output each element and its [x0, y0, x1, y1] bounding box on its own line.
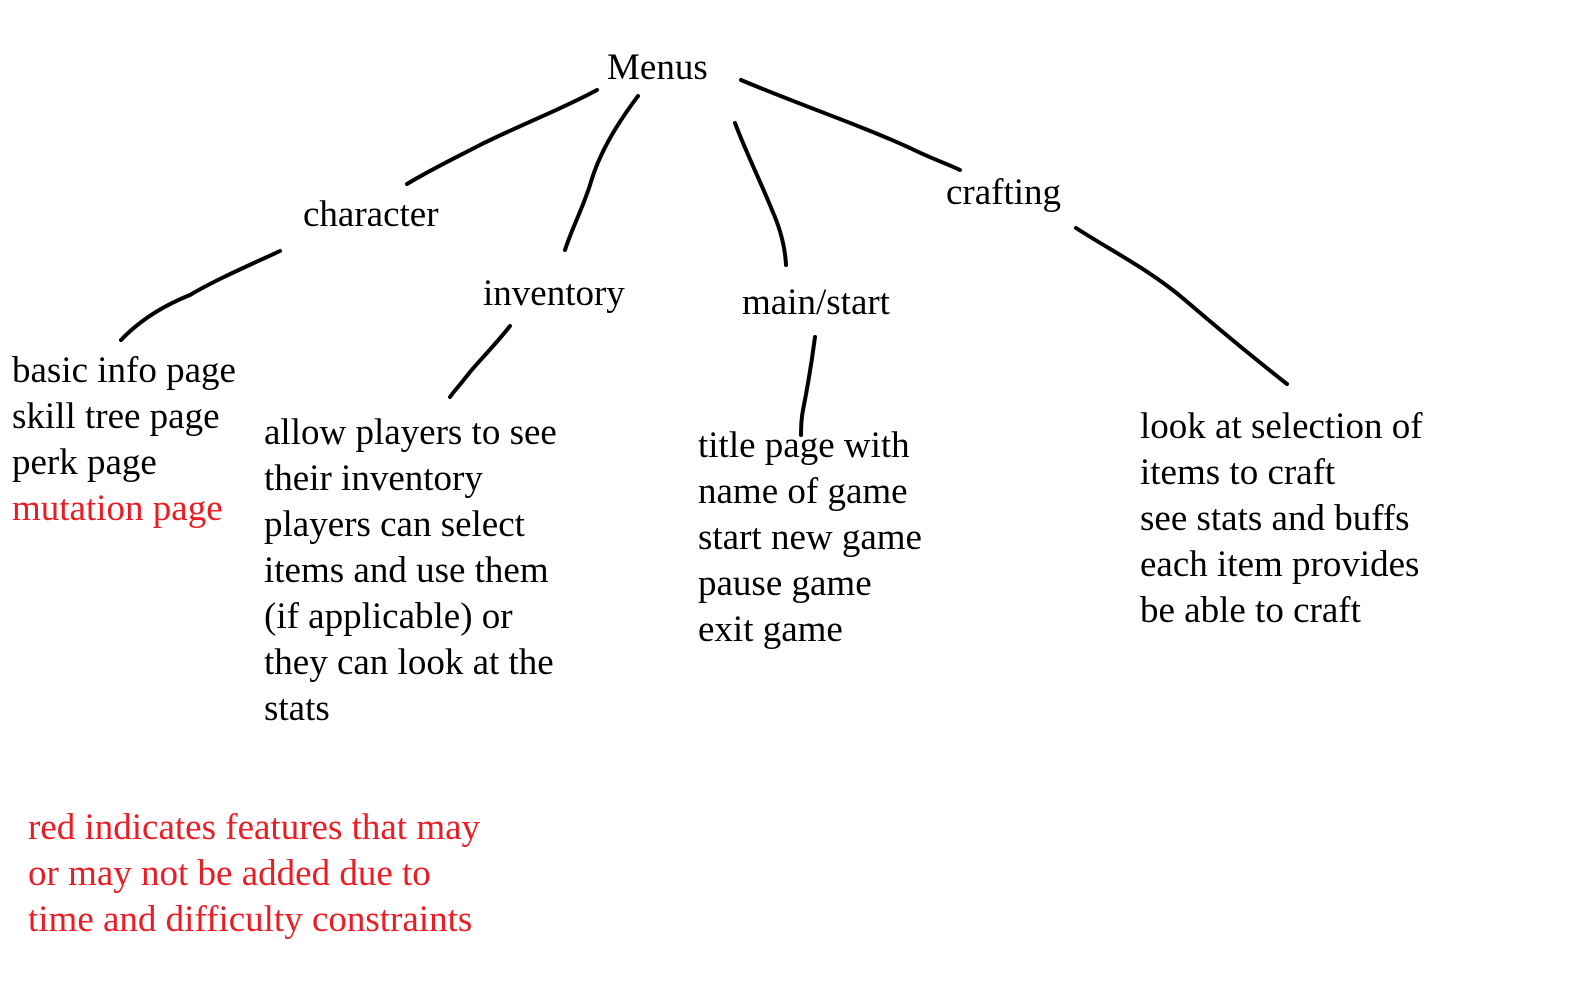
connector-main-start-items	[799, 335, 817, 437]
legend-line: red indicates features that may	[28, 807, 481, 848]
crafting-description: look at selection of items to craft see …	[1140, 404, 1423, 634]
connector-menus-inventory	[563, 94, 640, 252]
connector-menus-character	[405, 88, 599, 186]
crafting-line: look at selection of	[1140, 406, 1423, 447]
inventory-line: stats	[264, 688, 330, 729]
connector-menus-crafting	[739, 78, 962, 172]
inventory-line: their inventory	[264, 458, 483, 499]
inventory-line: (if applicable) or	[264, 596, 513, 637]
connector-character-items	[119, 249, 282, 342]
main-start-line: exit game	[698, 609, 843, 650]
character-item-optional: mutation page	[12, 488, 223, 529]
node-character: character	[303, 194, 439, 235]
main-start-line: title page with	[698, 425, 910, 466]
connector-inventory-items	[448, 324, 512, 399]
connector-crafting-items	[1074, 226, 1289, 386]
node-menus: Menus	[607, 47, 708, 88]
node-inventory: inventory	[483, 273, 625, 314]
inventory-line: items and use them	[264, 550, 549, 591]
character-item: basic info page	[12, 350, 236, 391]
character-item: skill tree page	[12, 396, 220, 437]
legend-line: time and difficulty constraints	[28, 899, 473, 940]
character-item: perk page	[12, 442, 157, 483]
legend-line: or may not be added due to	[28, 853, 431, 894]
crafting-line: see stats and buffs	[1140, 498, 1410, 539]
crafting-line: each item provides	[1140, 544, 1420, 585]
inventory-line: allow players to see	[264, 412, 557, 453]
main-start-line: name of game	[698, 471, 908, 512]
inventory-description: allow players to see their inventory pla…	[264, 410, 557, 732]
inventory-line: they can look at the	[264, 642, 554, 683]
main-start-line: start new game	[698, 517, 922, 558]
main-start-line: pause game	[698, 563, 872, 604]
node-crafting: crafting	[946, 172, 1062, 213]
connector-menus-main-start	[733, 121, 788, 267]
crafting-line: items to craft	[1140, 452, 1336, 493]
node-main-start: main/start	[742, 282, 890, 323]
main-start-description: title page with name of game start new g…	[698, 423, 922, 653]
legend-note: red indicates features that may or may n…	[28, 805, 480, 943]
character-items: basic info page skill tree page perk pag…	[12, 348, 236, 532]
inventory-line: players can select	[264, 504, 525, 545]
crafting-line: be able to craft	[1140, 590, 1361, 631]
